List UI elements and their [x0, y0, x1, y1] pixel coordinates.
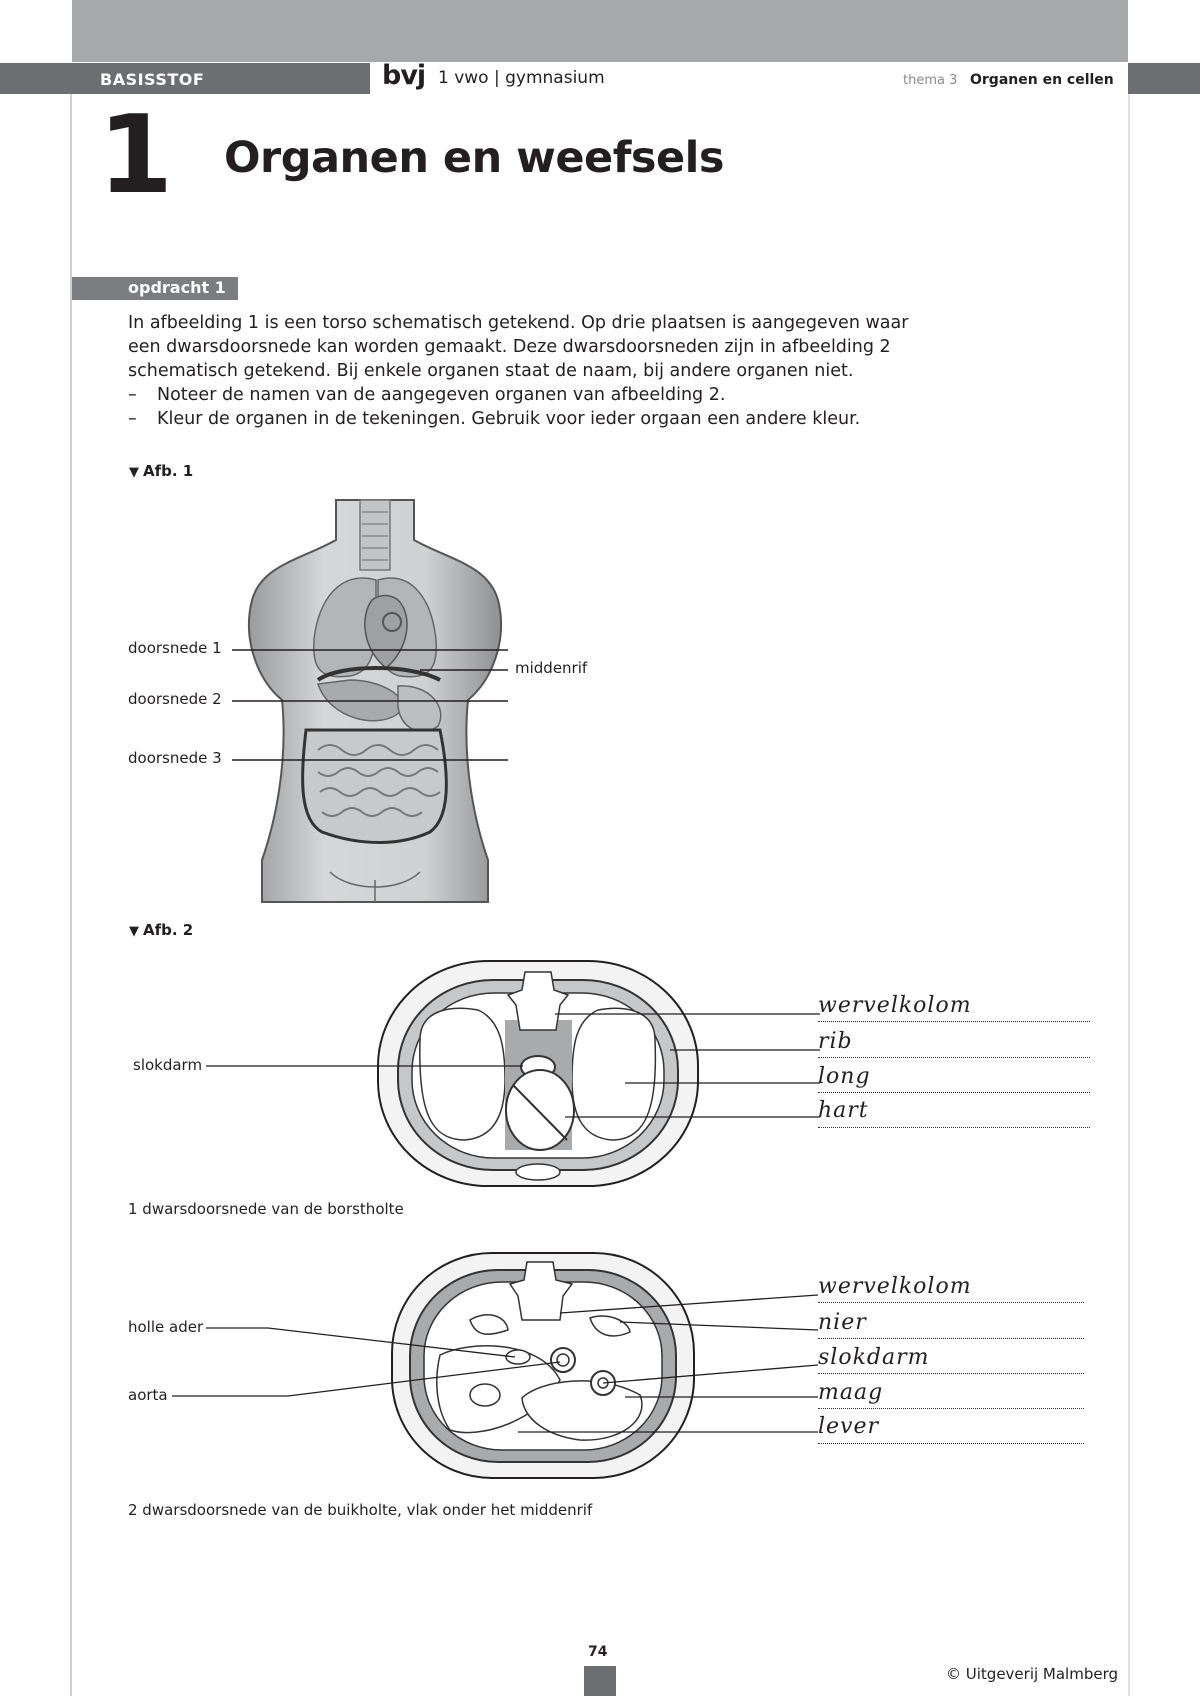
abdomen-answer-4: maag: [818, 1380, 883, 1405]
answer-line: [818, 1302, 1084, 1303]
abdomen-answer-2: nier: [818, 1310, 867, 1335]
answer-line: [818, 1408, 1084, 1409]
abdomen-caption: 2 dwarsdoorsnede van de buikholte, vlak …: [128, 1501, 592, 1519]
answer-line: [818, 1338, 1084, 1339]
abdomen-answer-3: slokdarm: [818, 1345, 929, 1370]
answer-line: [818, 1373, 1084, 1374]
page-number: 74: [588, 1644, 607, 1660]
vena-cava-label: holle ader: [128, 1318, 203, 1336]
answer-line: [818, 1443, 1084, 1444]
copyright: © Uitgeverij Malmberg: [946, 1665, 1118, 1683]
aorta-section: [551, 1348, 575, 1372]
abdomen-answer-1: wervelkolom: [818, 1274, 972, 1299]
abdomen-answer-5: lever: [818, 1414, 879, 1439]
page-tab: [584, 1666, 616, 1696]
aorta-label: aorta: [128, 1386, 168, 1404]
gallbladder: [470, 1384, 500, 1406]
